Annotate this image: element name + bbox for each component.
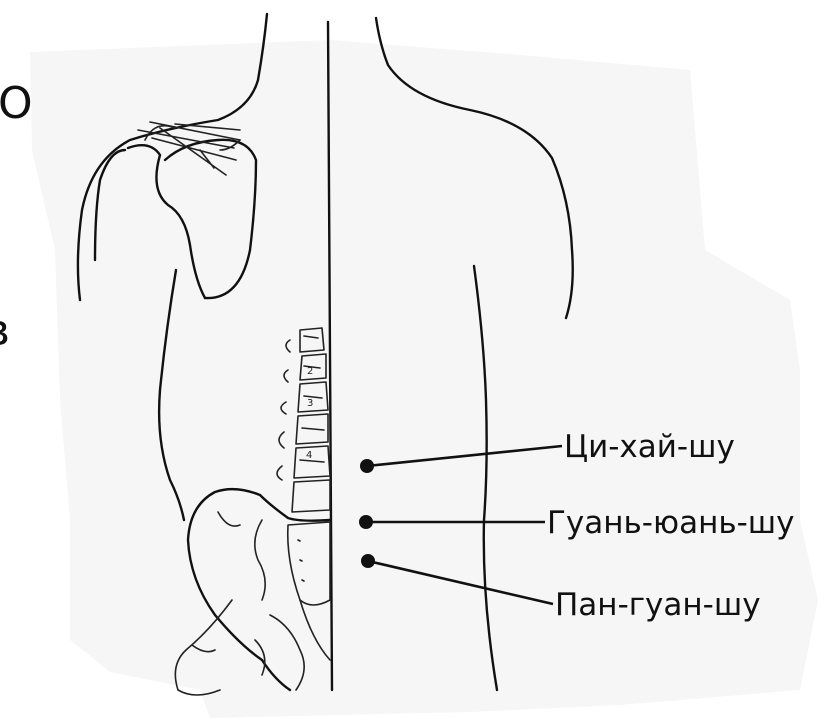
point-label-pan-guan-shu: Пан-гуан-шу [555, 587, 761, 623]
edge-glyph-middle: в [0, 305, 10, 356]
point-label-guan-yuan-shu: Гуань-юань-шу [547, 505, 795, 541]
vertebra-label-4: 4 [306, 450, 312, 461]
point-label-qi-hai-shu: Ци-хай-шу [564, 429, 735, 465]
vertebra-label-3: 3 [307, 398, 313, 409]
vertebra-label-2: 2 [307, 366, 313, 377]
edge-glyph-top: О [0, 78, 33, 129]
